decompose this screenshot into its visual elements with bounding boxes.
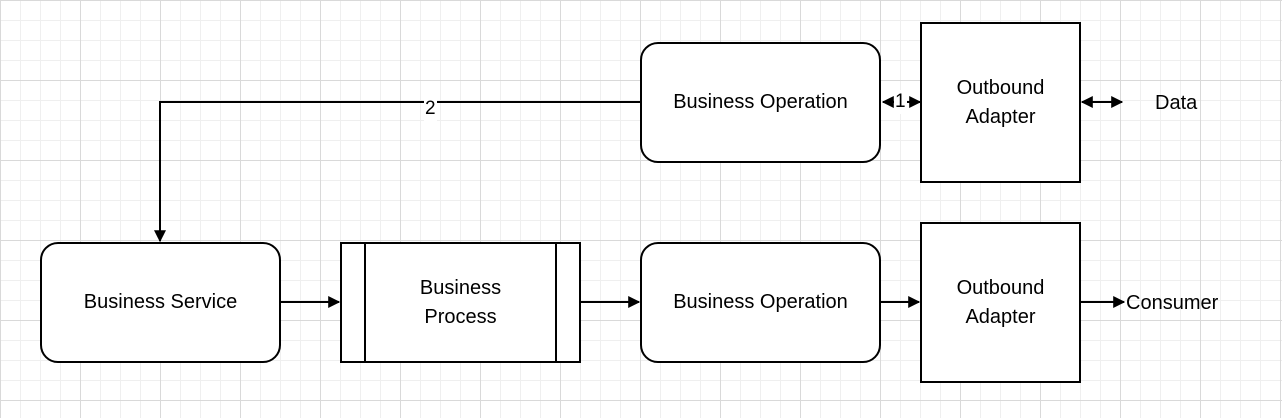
business-service[interactable]: Business Service [40, 242, 281, 363]
business-operation-top[interactable]: Business Operation [640, 42, 881, 163]
process-right-bar [555, 244, 557, 361]
edge-operation-to-service [154, 101, 640, 243]
process-left-bar [364, 244, 366, 361]
business-process[interactable]: Business Process [340, 242, 581, 363]
consumer-label: Consumer [1126, 292, 1219, 314]
data-label: Data [1155, 92, 1198, 114]
outbound-adapter-bottom[interactable]: Outbound Adapter [920, 222, 1081, 383]
edge-label-1: 1 [894, 90, 907, 114]
business-process-label: Business Process [419, 276, 502, 328]
business-operation-bottom[interactable]: Business Operation [640, 242, 881, 363]
outbound-adapter-top[interactable]: Outbound Adapter [920, 22, 1081, 183]
edge-label-2: 2 [424, 97, 437, 121]
